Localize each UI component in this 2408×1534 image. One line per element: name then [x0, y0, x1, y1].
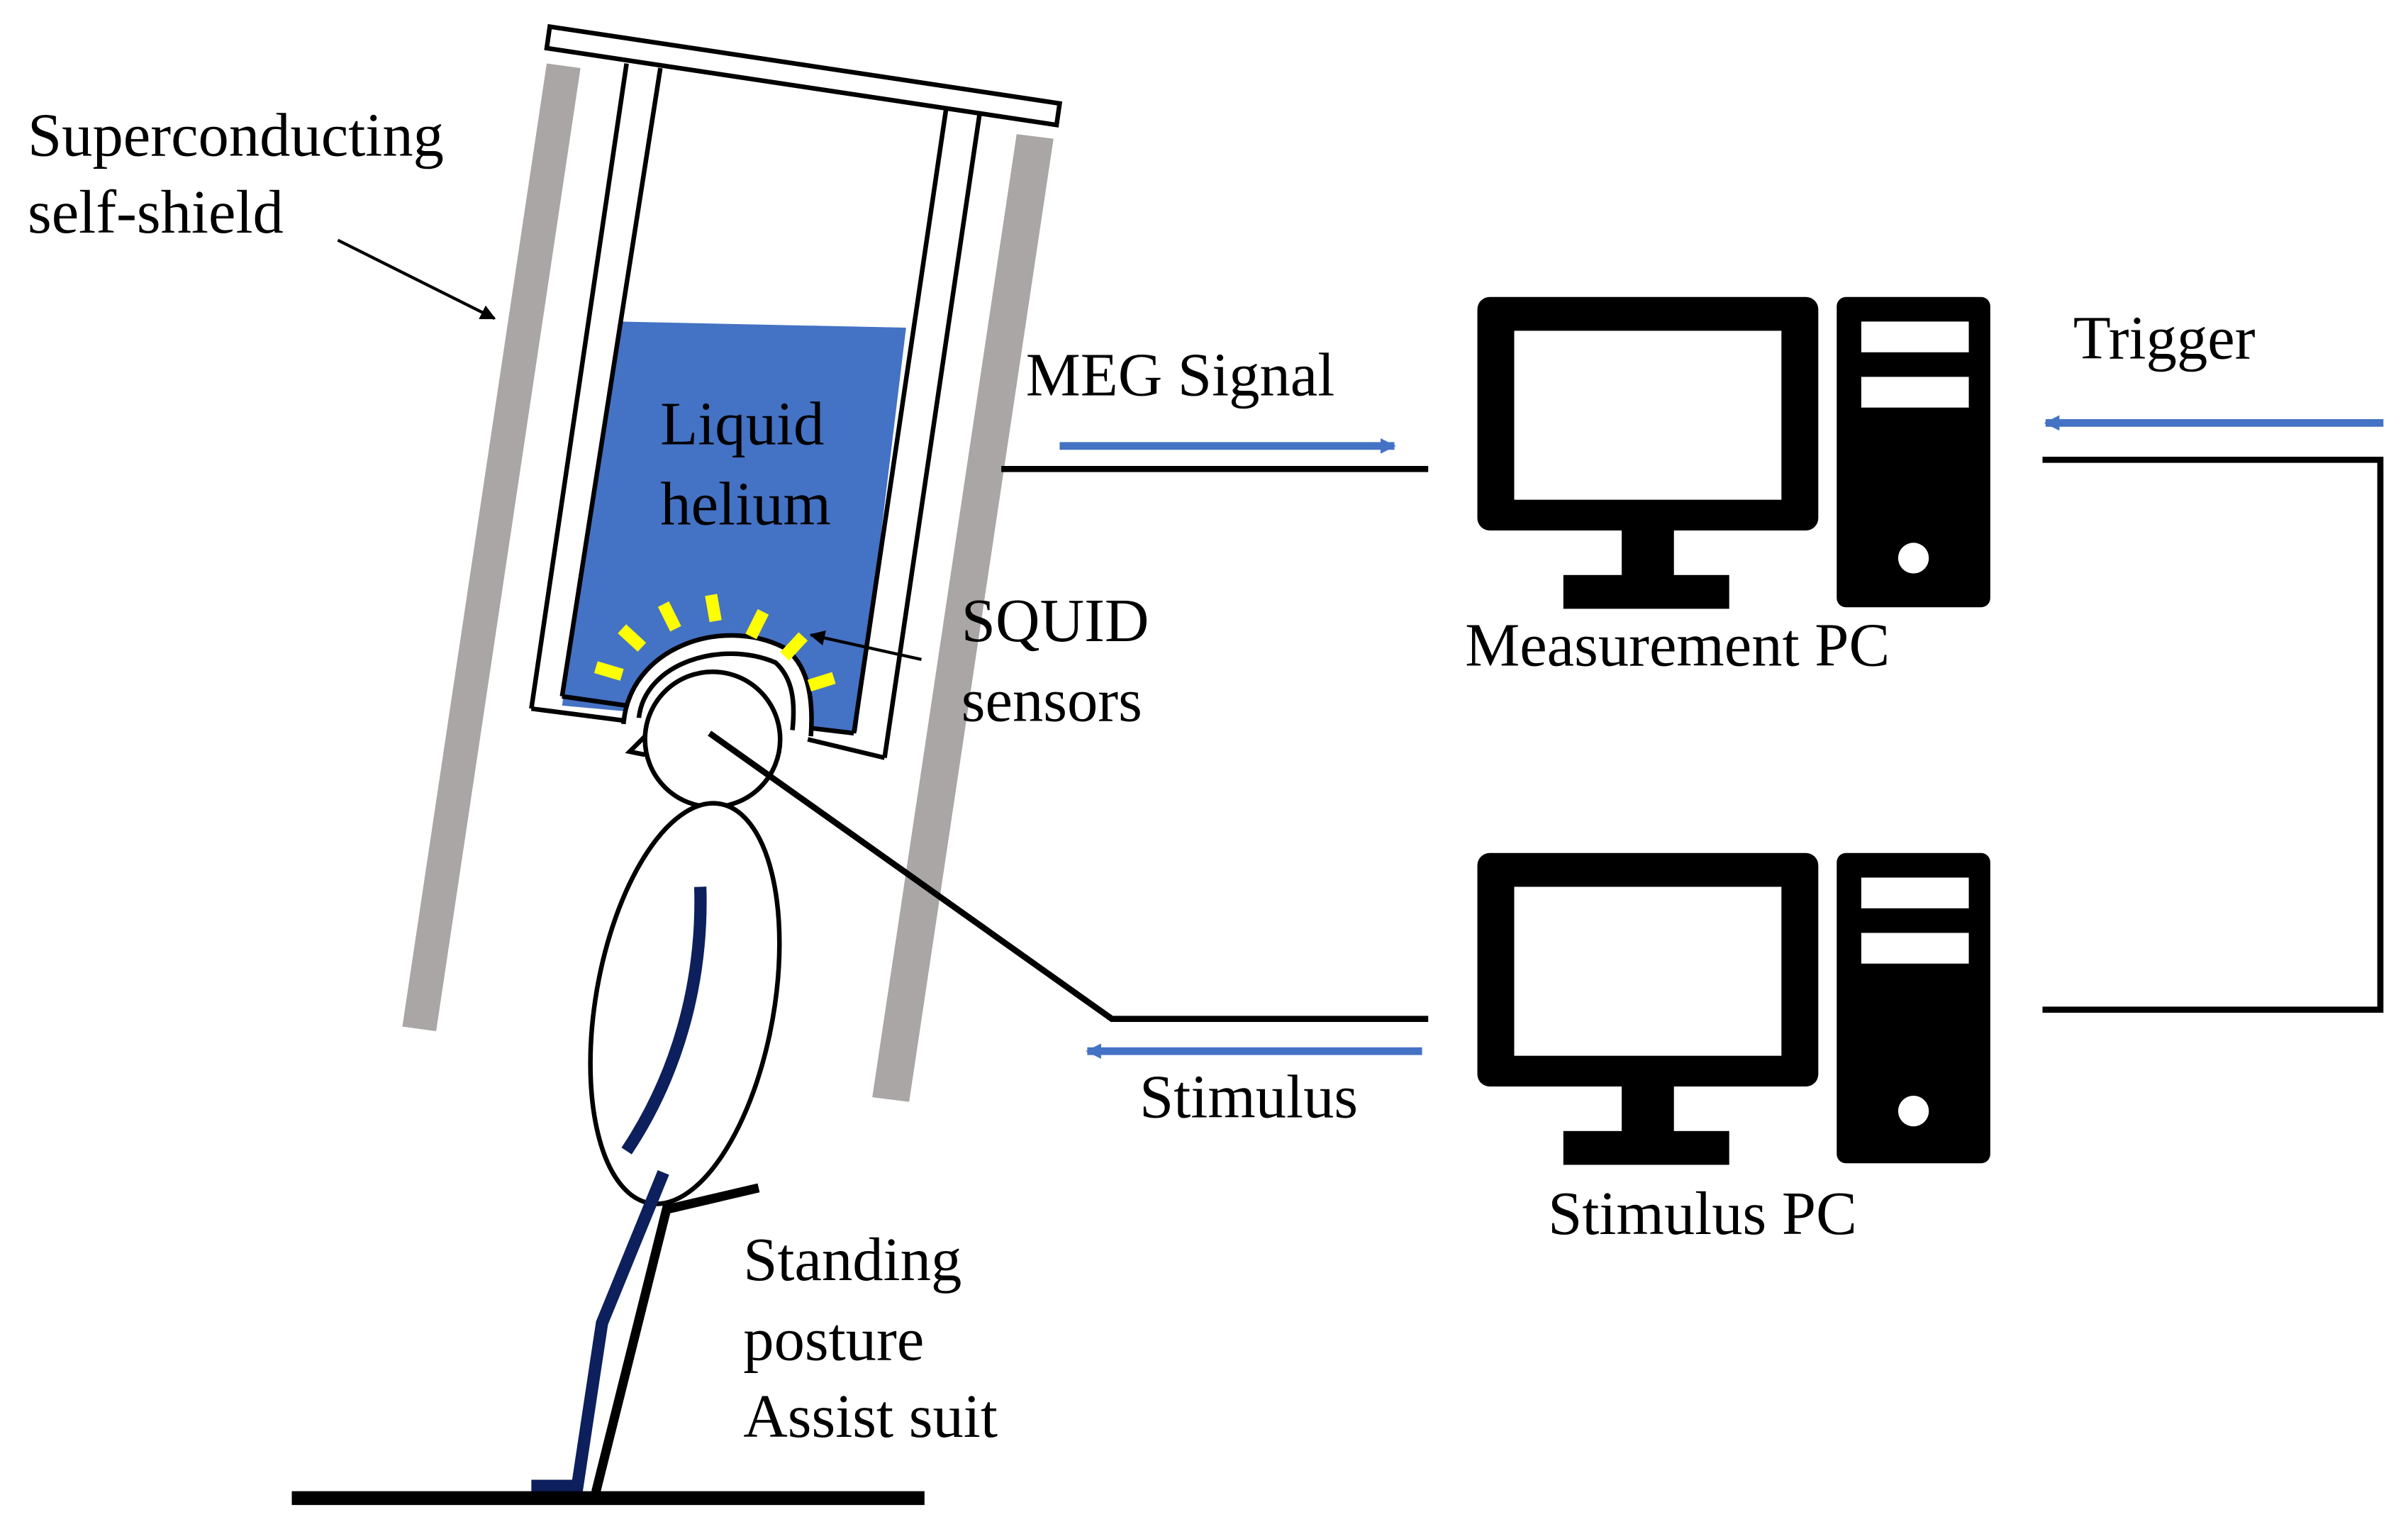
squid-pointer-arrow [809, 630, 922, 662]
suit-label-line2: posture [743, 1306, 924, 1374]
direction-arrows [1059, 415, 2384, 1060]
measurement-pc-label: Measurement PC [1465, 611, 1890, 679]
helium-label-line2: helium [660, 469, 831, 538]
monitor-neck [1622, 1086, 1674, 1133]
stimulus-label: Stimulus [1139, 1062, 1358, 1130]
desktop-computer-icon [1477, 852, 1990, 1165]
head [642, 669, 783, 810]
dewar-outer-right [882, 112, 983, 758]
sensor-mark [780, 632, 808, 661]
dewar-outer-bottom-left [530, 706, 628, 723]
drive-bay [1861, 377, 1969, 408]
dewar-outer-bottom-right [807, 737, 886, 760]
shield-right-wall [872, 134, 1054, 1102]
dewar-inner-left [559, 67, 663, 697]
superconducting-shield [402, 63, 1054, 1102]
dewar-outer-left [529, 63, 629, 709]
shield-label-line2: self-shield [28, 178, 284, 246]
monitor-base [1563, 574, 1729, 609]
sensor-mark [745, 608, 769, 640]
trigger-label: Trigger [2073, 304, 2256, 372]
sensor-mark [593, 661, 624, 681]
shield-label-line1: Superconducting [28, 101, 444, 169]
dewar-top-plate [544, 23, 1063, 128]
sensor-mark [657, 601, 681, 632]
sensor-mark [705, 594, 722, 623]
measurement-pc [1477, 296, 1990, 609]
trigger-wire [2042, 457, 2384, 1013]
suit-label-line3: Assist suit [743, 1382, 998, 1450]
suit-leg [531, 1170, 669, 1492]
drive-bay [1861, 877, 1969, 908]
labels: Superconducting self-shield Liquid heliu… [28, 101, 2256, 1450]
stimulus-pc [1477, 852, 1990, 1165]
stimulus-wire [708, 730, 1429, 1023]
squid-label-line1: SQUID [961, 587, 1149, 655]
meg-signal-label: MEG Signal [1026, 340, 1335, 408]
helium-label-line1: Liquid [660, 390, 824, 458]
monitor-base [1563, 1130, 1729, 1165]
dewar-inner-bottom-left [562, 694, 628, 708]
helmet-inner [636, 651, 796, 730]
monitor-neck [1622, 530, 1674, 577]
nose [625, 734, 647, 757]
power-button [1897, 1095, 1929, 1127]
squid-label-line2: sensors [961, 667, 1142, 735]
squid-sensors [593, 594, 836, 691]
power-button [1897, 543, 1929, 574]
monitor-screen [1514, 330, 1782, 500]
sensor-mark [618, 624, 647, 652]
drive-bay [1861, 321, 1969, 352]
suit-label-line1: Standing [743, 1225, 961, 1294]
tower [1836, 296, 1990, 608]
suit-spine [621, 887, 707, 1155]
connection-wires [708, 457, 2384, 1023]
desktop-computer-icon [1477, 296, 1990, 609]
stimulus-pc-label: Stimulus PC [1548, 1179, 1857, 1247]
drive-bay [1861, 933, 1969, 964]
tower [1836, 852, 1990, 1164]
suit-frame [591, 1183, 760, 1494]
liquid-helium [562, 321, 906, 732]
monitor-screen [1514, 887, 1782, 1056]
shield-left-wall [402, 63, 581, 1032]
subject-person [291, 669, 925, 1506]
sensor-mark [807, 672, 836, 691]
dewar-inner-right [851, 109, 949, 734]
shield-pointer-arrow [337, 238, 496, 321]
